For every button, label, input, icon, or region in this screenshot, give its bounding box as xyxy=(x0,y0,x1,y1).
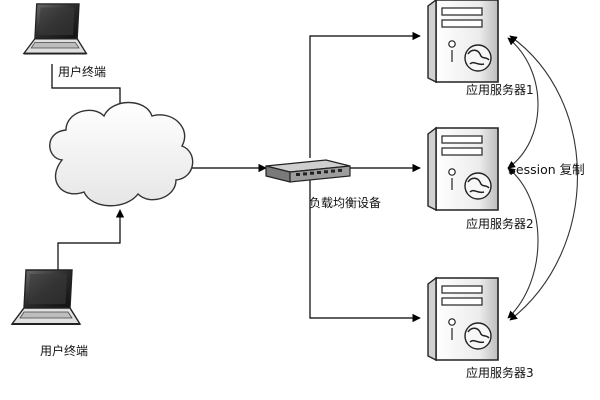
edge-lb-to-server-3 xyxy=(309,180,421,323)
server-icon-1 xyxy=(427,0,499,83)
laptop-icon-top xyxy=(22,2,88,55)
terminal-label-bottom: 用户终端 xyxy=(40,344,89,358)
edge-lb-to-server-1 xyxy=(309,31,421,158)
session-replication-label: Session 复制 xyxy=(508,162,585,177)
cloud-icon xyxy=(49,101,194,207)
server-label-2: 应用服务器2 xyxy=(466,217,534,231)
session-replication-arrows xyxy=(507,35,579,321)
server-icon-2 xyxy=(427,127,499,211)
load-balancer-label: 负载均衡设备 xyxy=(309,196,382,210)
terminal-label-top: 用户终端 xyxy=(58,65,107,79)
laptop-icon-bottom xyxy=(11,269,81,325)
edge-terminal-bottom-to-cloud xyxy=(57,209,125,272)
server-icon-3 xyxy=(427,277,499,361)
switch-icon xyxy=(265,159,351,183)
server-label-1: 应用服务器1 xyxy=(466,83,534,97)
server-label-3: 应用服务器3 xyxy=(466,366,534,380)
